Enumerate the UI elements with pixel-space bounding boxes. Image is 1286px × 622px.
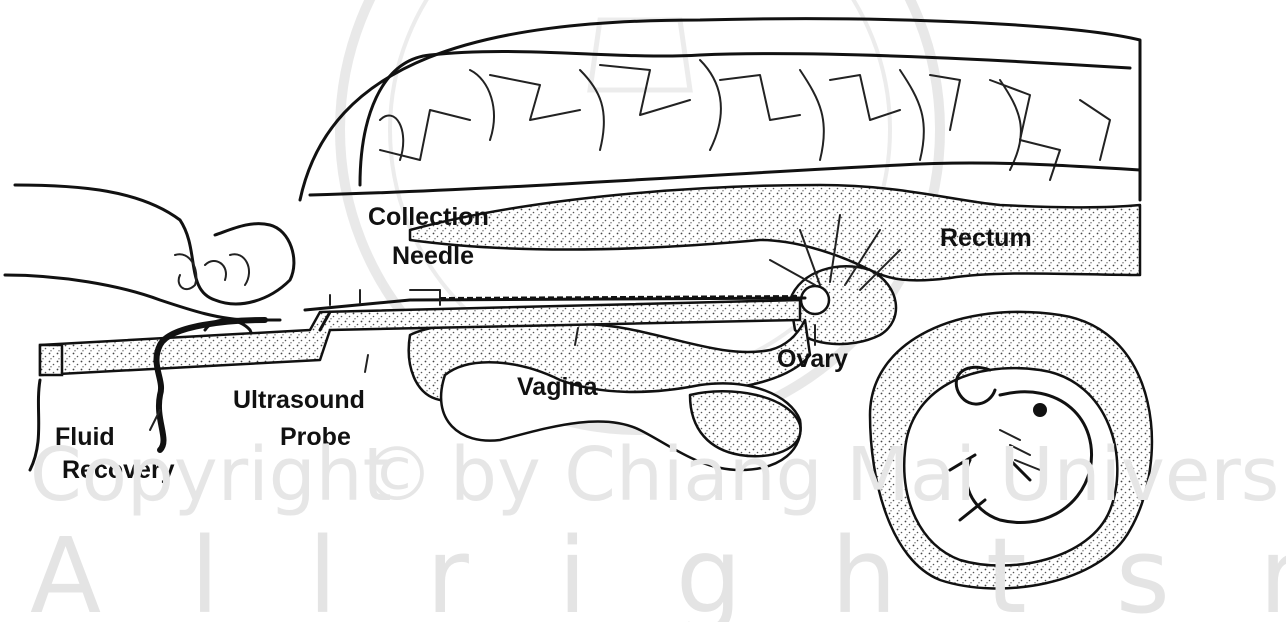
watermark-copyright: Copyright [30, 432, 392, 518]
watermark-text: Copyright © by Chiang Mai University A l… [30, 432, 1286, 622]
spine [300, 19, 1140, 200]
label-vagina: Vagina [517, 373, 599, 401]
watermark-university: by Chiang Mai University [450, 432, 1286, 518]
watermark-symbol: © [360, 432, 434, 518]
label-needle: Needle [392, 242, 474, 270]
label-rectum: Rectum [940, 224, 1032, 252]
watermark-rights: A l l r i g h t s r e s e r v e d [30, 515, 1286, 622]
label-collection: Collection [368, 203, 489, 231]
label-ultrasound: Ultrasound [233, 386, 365, 414]
label-ovary: Ovary [777, 345, 848, 373]
